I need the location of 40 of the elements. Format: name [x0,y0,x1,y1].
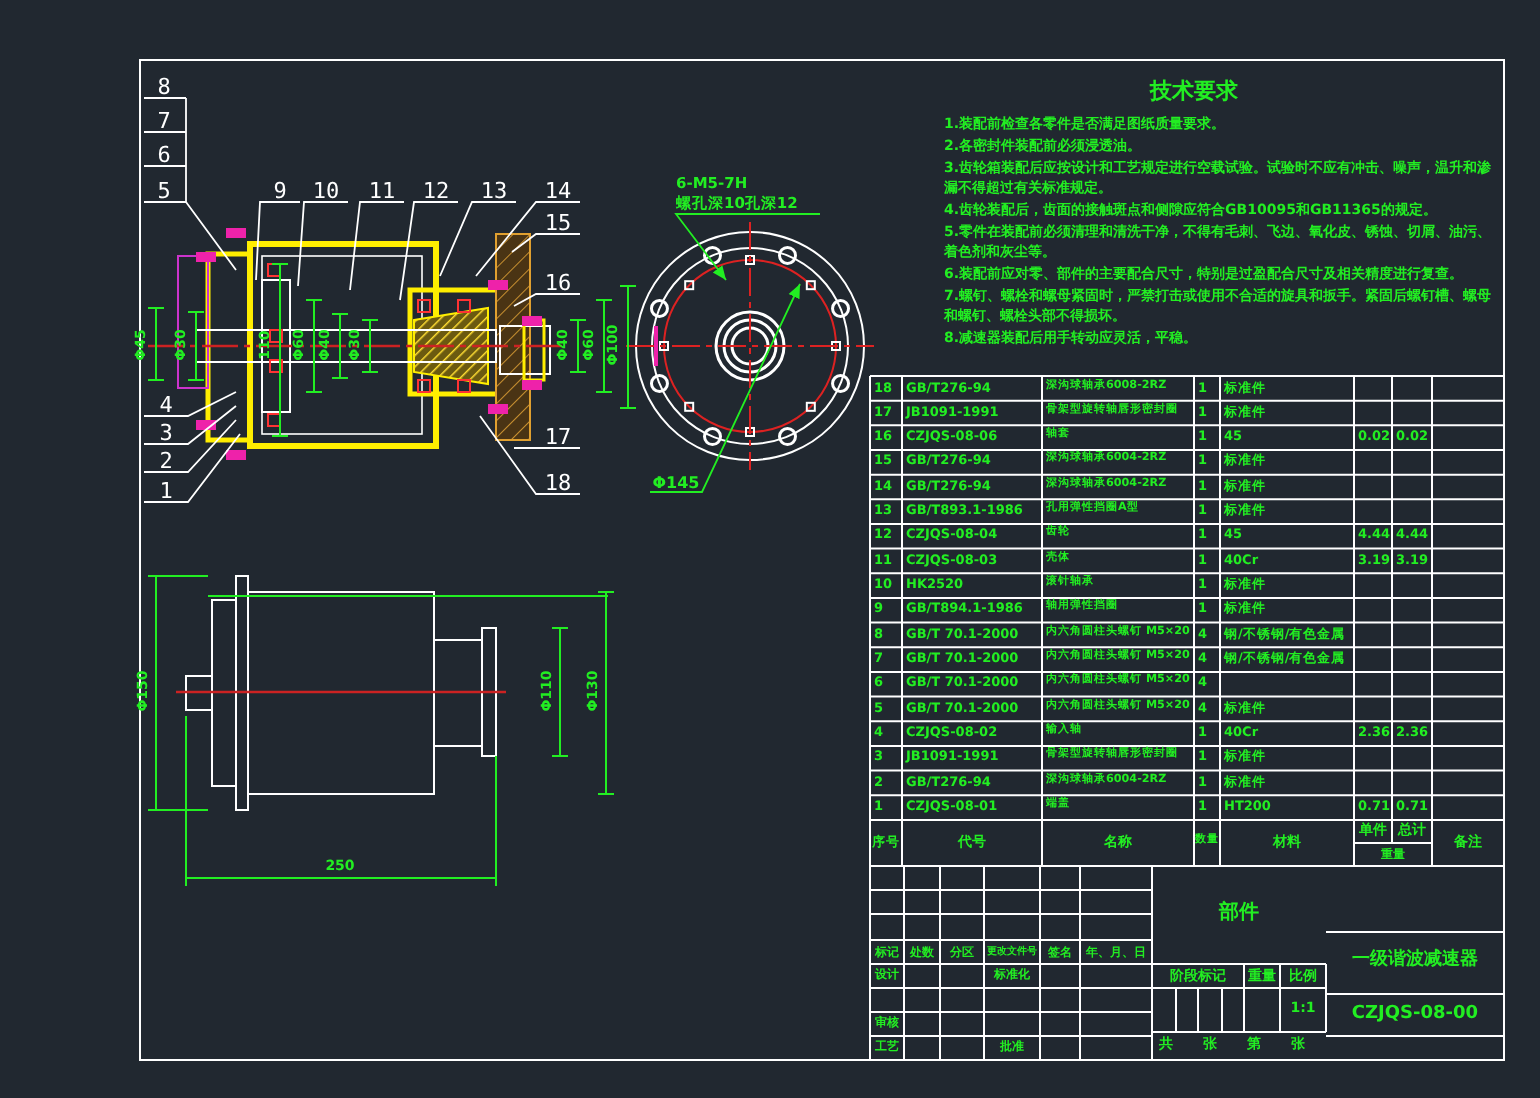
title-block-text: CZJQS-08-00 [1349,1006,1481,1024]
leader-line [143,97,237,271]
callout-number: 11 [360,180,404,202]
callout-number: 18 [536,472,580,494]
callout-number: 8 [144,76,184,98]
leader-line [513,447,581,449]
leader-line [143,433,241,503]
leader-line [439,201,517,277]
callout-number: 14 [536,180,580,202]
requirements-heading: 技术要求 [1150,80,1238,102]
callout-number: 6 [144,144,184,166]
leader-line [297,201,349,287]
leader-line [475,201,581,277]
leader-line [143,405,237,445]
leader-line [674,213,821,281]
leader-line [479,415,581,495]
callout-number: 1 [144,480,188,502]
callout-number: 16 [536,272,580,294]
leader-line [649,283,801,493]
leader-line [511,233,581,253]
callout-number: 4 [144,394,188,416]
callout-number: 13 [472,180,516,202]
leader-line [255,201,301,281]
title-block-text: 部件 [1216,904,1261,924]
callout-number: 12 [414,180,458,202]
leader-line [399,201,459,301]
title-block-text: 一级谐波减速器 [1350,952,1480,970]
callout-number: 3 [144,422,188,444]
leader-line [349,201,405,291]
leader-line [513,293,581,307]
leader-line [143,391,237,417]
callout-number: 7 [144,110,184,132]
dimension-text: Φ145 [650,476,702,492]
callout-number: 5 [144,180,184,202]
callout-number: 17 [536,426,580,448]
callout-number: 2 [144,450,188,472]
leader-line [143,419,237,473]
callout-number: 10 [304,180,348,202]
callout-number: 15 [536,212,580,234]
callout-number: 9 [260,180,300,202]
